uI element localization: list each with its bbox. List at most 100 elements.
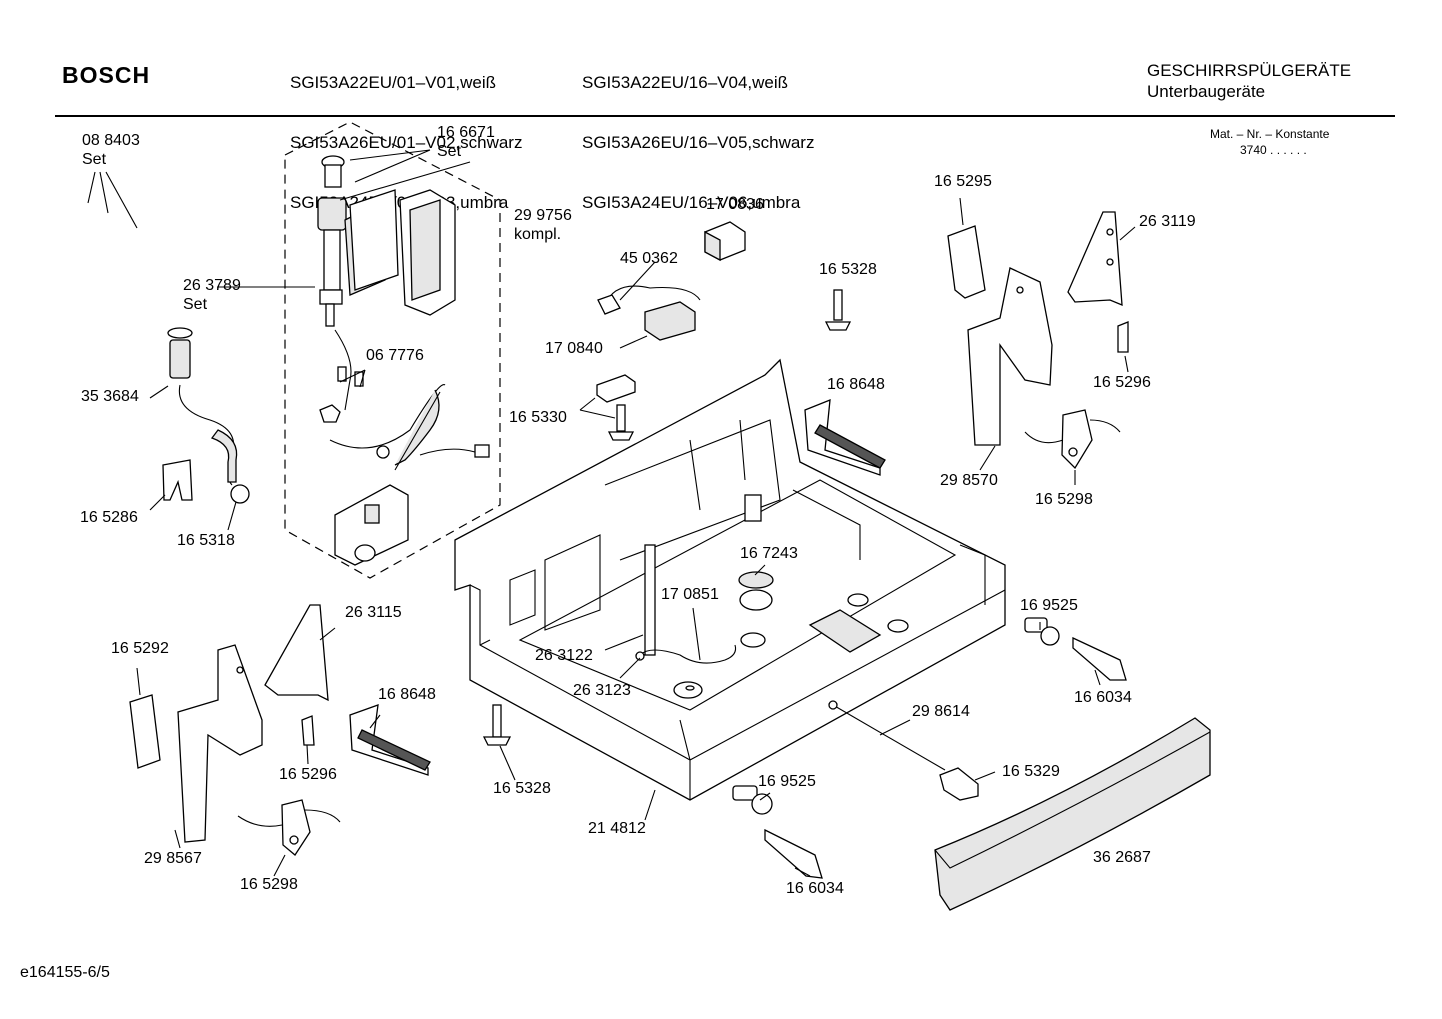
model-line: SGI53A24EU/16–V06,umbra bbox=[582, 193, 801, 212]
inlet-screw-part bbox=[167, 327, 193, 379]
model-line: SGI53A26EU/01–V02,schwarz bbox=[290, 133, 523, 152]
part-label-263123: 26 3123 bbox=[573, 682, 631, 699]
material-label: Mat. – Nr. – Konstante bbox=[1210, 127, 1330, 141]
hose-clip-part bbox=[162, 459, 193, 501]
leader-lines bbox=[87, 149, 1136, 877]
base-frame-part bbox=[454, 358, 1006, 801]
model-list-left: SGI53A22EU/01–V01,weiß SGI53A26EU/01–V02… bbox=[290, 33, 522, 233]
part-label-166034-lower: 16 6034 bbox=[786, 880, 844, 897]
plinth-362687-part bbox=[934, 717, 1211, 911]
part-label-168648-top: 16 8648 bbox=[827, 376, 885, 393]
model-list-right: SGI53A22EU/16–V04,weiß SGI53A26EU/16–V05… bbox=[582, 33, 814, 233]
part-note: Set bbox=[82, 151, 107, 168]
clip-165296-left-part bbox=[301, 715, 315, 746]
clip-165296-right-part bbox=[1117, 321, 1129, 353]
part-label-169525-lower: 16 9525 bbox=[758, 773, 816, 790]
part-label-165292: 16 5292 bbox=[111, 640, 169, 657]
part-label-299756: 29 9756 kompl. bbox=[514, 206, 572, 244]
hinge-lever-263115-part bbox=[264, 604, 329, 702]
hinge-lever-263119-part bbox=[1067, 211, 1123, 307]
model-line: SGI53A22EU/16–V04,weiß bbox=[582, 73, 789, 92]
inlet-valve-part bbox=[317, 155, 399, 327]
part-label-165296-right: 16 5296 bbox=[1093, 374, 1151, 391]
foot-166034-right-part bbox=[1072, 636, 1127, 681]
spring-168648-top-part bbox=[804, 398, 886, 476]
foot-166034-lower-part bbox=[764, 828, 823, 879]
part-label-165328-bottom: 16 5328 bbox=[493, 780, 551, 797]
part-label-353684: 35 3684 bbox=[81, 388, 139, 405]
screw-165328-part bbox=[824, 289, 852, 331]
cable-harness-part bbox=[597, 285, 701, 341]
part-label-298567: 29 8567 bbox=[144, 850, 202, 867]
valve-bracket-part bbox=[334, 484, 409, 566]
hinge-plate-165295-part bbox=[947, 225, 986, 299]
spring-168648-bottom-part bbox=[349, 704, 431, 776]
category-title: GESCHIRRSPÜLGERÄTE bbox=[1147, 61, 1352, 80]
connector-170836-part bbox=[704, 221, 746, 262]
part-label-170851: 17 0851 bbox=[661, 586, 719, 603]
part-number: 16 6671 bbox=[437, 124, 495, 141]
kit-outline bbox=[284, 121, 501, 579]
part-label-263115: 26 3115 bbox=[345, 604, 402, 621]
part-label-165298-right: 16 5298 bbox=[1035, 491, 1093, 508]
header-divider bbox=[55, 115, 1395, 117]
part-label-088403: 08 8403 Set bbox=[82, 131, 140, 169]
bolt-169525-lower-part bbox=[732, 785, 773, 815]
model-line: SGI53A26EU/16–V05,schwarz bbox=[582, 133, 815, 152]
part-label-165295: 16 5295 bbox=[934, 173, 992, 190]
part-label-263119: 26 3119 bbox=[1139, 213, 1196, 230]
part-label-450362: 45 0362 bbox=[620, 250, 678, 267]
drawing-code: e164155-6/5 bbox=[20, 964, 110, 981]
brand-logo: BOSCH bbox=[62, 62, 151, 88]
part-label-166671: 16 6671 Set bbox=[437, 123, 495, 161]
part-label-166034-right: 16 6034 bbox=[1074, 689, 1132, 706]
wiring-part bbox=[319, 329, 364, 423]
part-label-362687: 36 2687 bbox=[1093, 849, 1151, 866]
part-label-165286: 16 5286 bbox=[80, 509, 138, 526]
hinge-arm-298570-part bbox=[967, 267, 1053, 446]
category-block: GESCHIRRSPÜLGERÄTE Unterbaugeräte bbox=[1147, 60, 1351, 102]
part-label-170840: 17 0840 bbox=[545, 340, 603, 357]
part-label-263789: 26 3789 Set bbox=[183, 276, 241, 314]
bolt-169525-right-part bbox=[1024, 617, 1060, 646]
part-number: 26 3789 bbox=[183, 277, 241, 294]
material-constant: Mat. – Nr. – Konstante 3740 . . . . . . bbox=[1210, 126, 1329, 158]
clip-165292-part bbox=[129, 694, 161, 769]
part-note: Set bbox=[183, 296, 208, 313]
part-number: 08 8403 bbox=[82, 132, 140, 149]
part-label-167243: 16 7243 bbox=[740, 545, 798, 562]
rod-298614-part bbox=[832, 704, 946, 771]
part-label-170836: 17 0836 bbox=[706, 196, 764, 213]
screw-165328-bottom-part bbox=[482, 704, 512, 746]
part-label-214812: 21 4812 bbox=[588, 820, 646, 837]
part-label-165330: 16 5330 bbox=[509, 409, 567, 426]
part-label-263122: 26 3122 bbox=[535, 647, 593, 664]
valve-cover-part bbox=[399, 189, 456, 316]
part-label-165298-left: 16 5298 bbox=[240, 876, 298, 893]
model-line: SGI53A22EU/01–V01,weiß bbox=[290, 73, 497, 92]
part-label-165329: 16 5329 bbox=[1002, 763, 1060, 780]
part-label-168648-bottom: 16 8648 bbox=[378, 686, 436, 703]
part-note: Set bbox=[437, 143, 462, 160]
hinge-arm-298567-part bbox=[177, 644, 263, 843]
part-label-067776: 06 7776 bbox=[366, 347, 424, 364]
part-label-165296-left: 16 5296 bbox=[279, 766, 337, 783]
cap-165329-part bbox=[939, 767, 979, 801]
part-note: kompl. bbox=[514, 226, 562, 243]
cable-sensor-165298-right-part bbox=[1024, 409, 1121, 470]
seal-ring-part bbox=[230, 484, 250, 504]
hose-coil-part bbox=[329, 384, 490, 471]
part-label-298614: 29 8614 bbox=[912, 703, 970, 720]
part-number: 29 9756 bbox=[514, 207, 572, 224]
part-label-298570: 29 8570 bbox=[940, 472, 998, 489]
screw-part bbox=[607, 404, 635, 441]
drain-hose-part bbox=[210, 429, 238, 483]
clip-165330-part bbox=[596, 374, 636, 403]
category-subtitle: Unterbaugeräte bbox=[1147, 82, 1266, 101]
material-value: 3740 . . . . . . bbox=[1240, 143, 1307, 157]
part-label-169525-right: 16 9525 bbox=[1020, 597, 1078, 614]
part-label-165328-top: 16 5328 bbox=[819, 261, 877, 278]
cable-sensor-165298-left-part bbox=[237, 799, 341, 856]
part-label-165318: 16 5318 bbox=[177, 532, 235, 549]
